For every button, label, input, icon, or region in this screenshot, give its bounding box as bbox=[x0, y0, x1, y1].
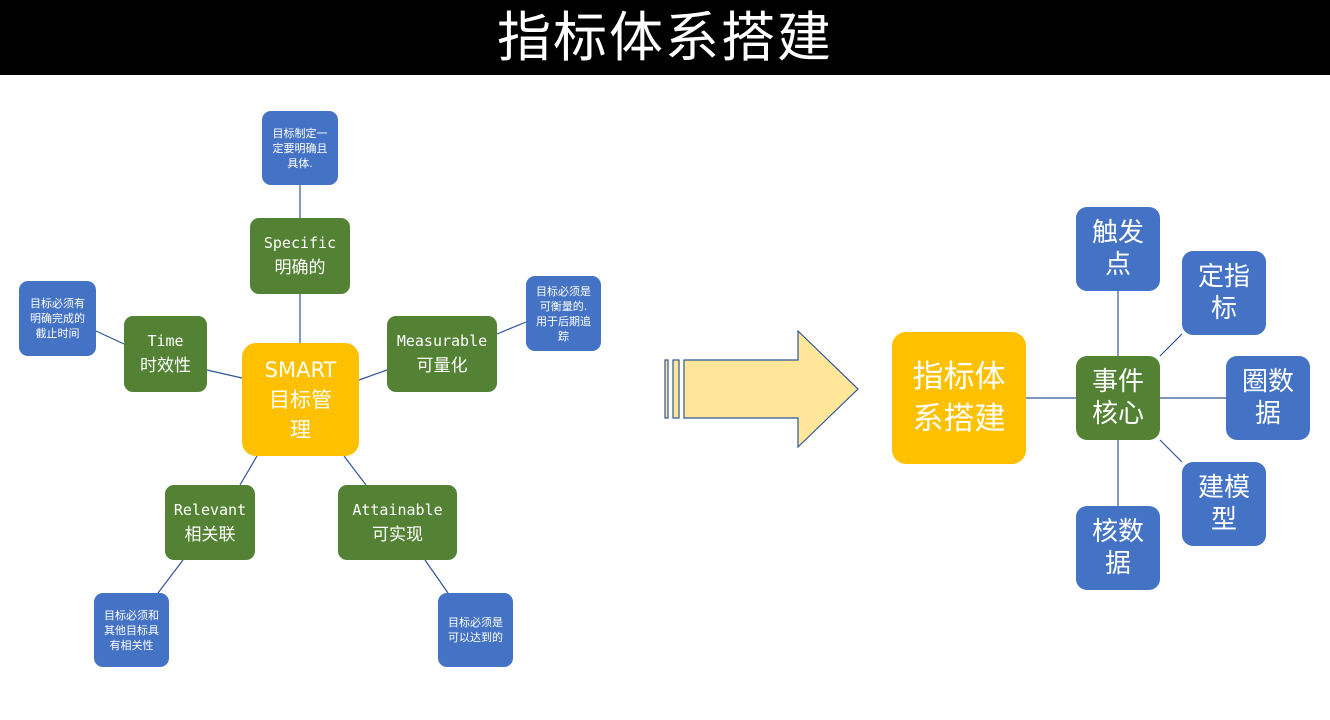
smart-center-line3: 理 bbox=[290, 417, 311, 442]
event-core-line1: 事件 bbox=[1091, 367, 1144, 397]
circle-data-line2: 据 bbox=[1254, 399, 1281, 429]
attainable-node: Attainable 可实现 bbox=[338, 485, 457, 560]
system-center-node: 指标体 系搭建 bbox=[892, 332, 1026, 464]
relevant-node: Relevant 相关联 bbox=[165, 485, 255, 560]
attainable-note-line: 可以达到的 bbox=[448, 631, 503, 644]
time-en-label: Time bbox=[147, 332, 184, 350]
relevant-note: 目标必须和 其他目标具 有相关性 bbox=[94, 593, 169, 667]
relevant-note-line: 目标必须和 bbox=[104, 608, 159, 622]
define-metrics-line1: 定指 bbox=[1197, 262, 1250, 292]
build-model-line2: 型 bbox=[1210, 505, 1237, 535]
trigger-node: 触发 点 bbox=[1076, 207, 1160, 291]
define-metrics-line2: 标 bbox=[1210, 294, 1237, 324]
time-node: Time 时效性 bbox=[124, 316, 207, 392]
connector-line bbox=[358, 369, 388, 381]
connector-line bbox=[95, 330, 125, 345]
connector-line bbox=[239, 455, 258, 486]
specific-en-label: Specific bbox=[263, 234, 337, 252]
measurable-zh-label: 可量化 bbox=[416, 356, 468, 376]
measurable-note-line: 用于后期追 bbox=[536, 314, 591, 328]
connector-line bbox=[424, 559, 449, 594]
verify-data-line2: 据 bbox=[1104, 549, 1131, 579]
smart-center-line1: SMART bbox=[264, 357, 337, 382]
connector-line bbox=[206, 369, 243, 379]
connector-line bbox=[343, 455, 367, 486]
connector-line bbox=[1159, 439, 1183, 463]
attainable-en-label: Attainable bbox=[352, 500, 443, 519]
build-model-node: 建模 型 bbox=[1182, 462, 1266, 546]
build-model-line1: 建模 bbox=[1197, 473, 1250, 503]
measurable-note: 目标必须是 可衡量的. 用于后期追 踪 bbox=[526, 276, 601, 351]
specific-zh-label: 明确的 bbox=[274, 258, 326, 278]
circle-data-line1: 圈数 bbox=[1241, 367, 1294, 397]
verify-data-line1: 核数 bbox=[1091, 517, 1144, 547]
measurable-node: Measurable 可量化 bbox=[387, 316, 497, 392]
specific-note-line: 定要明确且 bbox=[272, 141, 328, 155]
trigger-line1: 触发 bbox=[1091, 218, 1144, 248]
time-note: 目标必须有 明确完成的 截止时间 bbox=[19, 281, 96, 356]
measurable-note-line: 目标必须是 bbox=[536, 284, 591, 298]
right-arrow-icon bbox=[664, 329, 859, 449]
attainable-note-line: 目标必须是 bbox=[448, 616, 503, 629]
time-note-line: 目标必须有 bbox=[30, 297, 85, 310]
relevant-note-line: 有相关性 bbox=[109, 638, 154, 652]
measurable-note-line: 踪 bbox=[558, 329, 569, 343]
connector-line bbox=[496, 321, 527, 335]
smart-center-line2: 目标管 bbox=[269, 387, 332, 412]
define-metrics-node: 定指 标 bbox=[1182, 251, 1266, 335]
connector-line bbox=[1159, 333, 1183, 357]
relevant-en-label: Relevant bbox=[173, 500, 247, 519]
event-core-node: 事件 核心 bbox=[1076, 356, 1160, 440]
relevant-zh-label: 相关联 bbox=[184, 524, 236, 545]
specific-node: Specific 明确的 bbox=[250, 218, 350, 294]
specific-note-line: 目标制定一 bbox=[272, 126, 328, 140]
trigger-line2: 点 bbox=[1104, 250, 1131, 280]
attainable-zh-label: 可实现 bbox=[372, 524, 423, 545]
smart-center-node: SMART 目标管 理 bbox=[242, 343, 359, 456]
time-note-line: 明确完成的 bbox=[30, 312, 85, 325]
verify-data-node: 核数 据 bbox=[1076, 506, 1160, 590]
system-center-line2: 系搭建 bbox=[912, 401, 1006, 437]
measurable-en-label: Measurable bbox=[396, 332, 488, 350]
system-center-line1: 指标体 bbox=[912, 359, 1006, 395]
specific-note: 目标制定一 定要明确且 具体. bbox=[262, 111, 338, 185]
connector-line bbox=[157, 559, 184, 594]
circle-data-node: 圈数 据 bbox=[1226, 356, 1310, 440]
time-zh-label: 时效性 bbox=[140, 356, 191, 376]
title-bar: 指标体系搭建 bbox=[0, 0, 1330, 75]
specific-note-line: 具体. bbox=[287, 156, 313, 170]
event-core-line2: 核心 bbox=[1091, 399, 1144, 429]
measurable-note-line: 可衡量的. bbox=[539, 299, 588, 313]
page-title: 指标体系搭建 bbox=[497, 5, 833, 69]
relevant-note-line: 其他目标具 bbox=[104, 623, 159, 637]
time-note-line: 截止时间 bbox=[35, 327, 80, 340]
attainable-note: 目标必须是 可以达到的 bbox=[438, 593, 513, 667]
